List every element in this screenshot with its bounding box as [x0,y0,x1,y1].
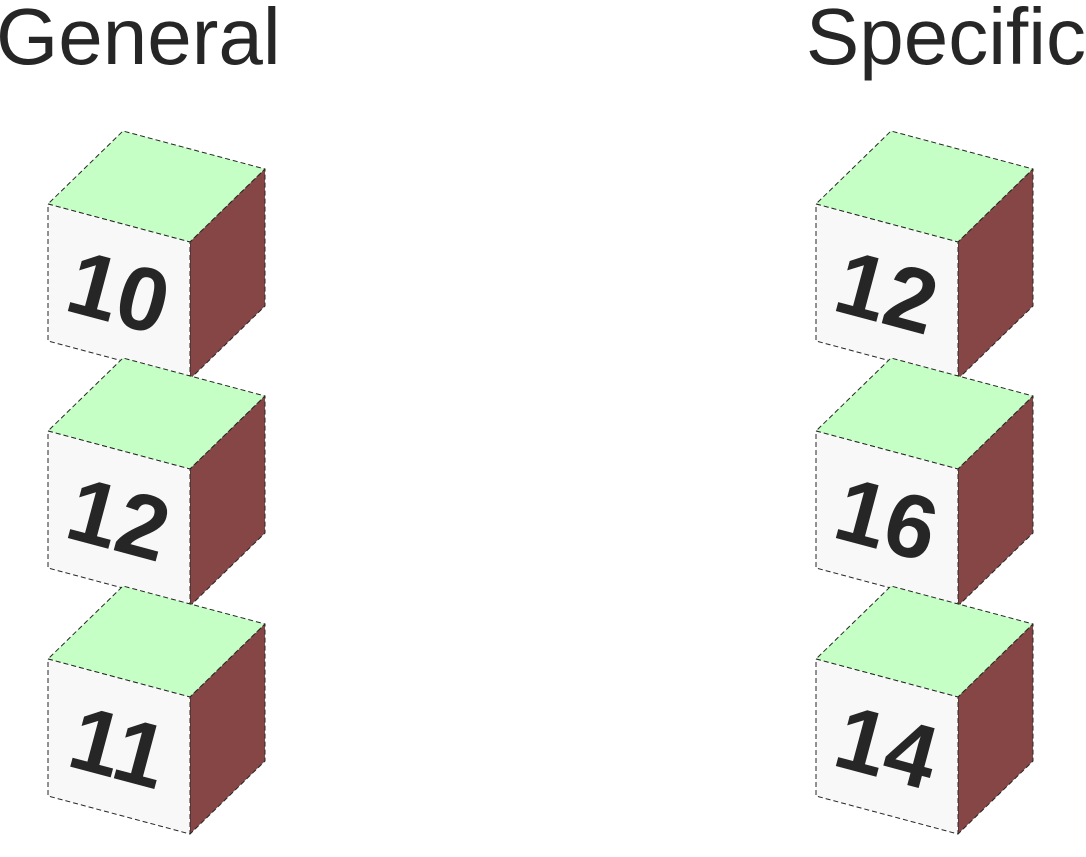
cube: 16 [815,357,1034,607]
heading-specific: Specific [806,0,1086,81]
cube-number: 14 [825,687,948,809]
cube: 14 [815,585,1034,835]
cube: 12 [815,130,1034,380]
cube: 12 [47,357,266,607]
cube-front-face [47,658,191,835]
cube-number: 16 [825,459,948,581]
heading-general: General [0,0,281,81]
cube: 10 [47,130,266,380]
cube: 11 [47,585,266,835]
cube-number: 12 [57,459,180,581]
cube-number: 10 [57,232,180,354]
cube-front-face [815,658,959,835]
cube-number: 12 [825,232,948,354]
